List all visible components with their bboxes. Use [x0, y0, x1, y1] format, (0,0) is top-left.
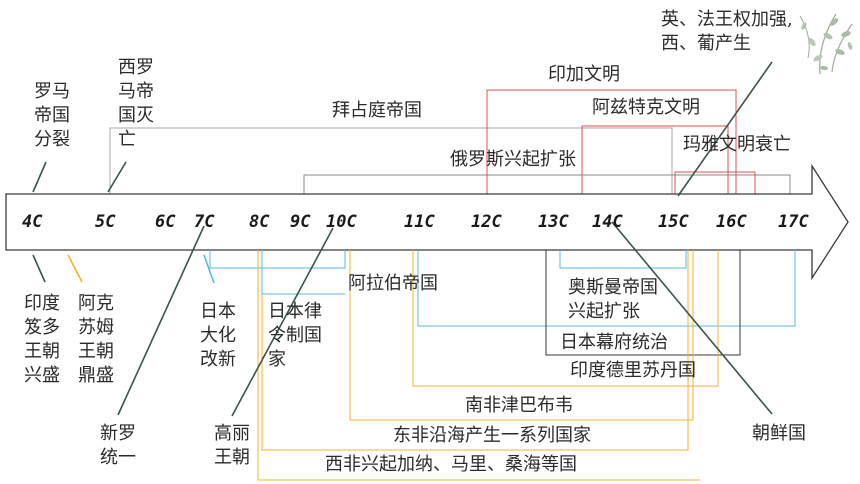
event-joseon: 朝鲜国 [752, 423, 806, 444]
bracket-ottoman [559, 250, 687, 269]
bracket-aztec [581, 125, 729, 194]
event-gupta: 印度 笈多 王朝 兴盛 [24, 293, 60, 386]
line-goryeo [231, 227, 334, 417]
event-delhi: 印度德里苏丹国 [570, 360, 696, 381]
event-rome-split: 罗马 帝国 分裂 [34, 81, 70, 150]
event-taika: 日本 大化 改新 [200, 301, 236, 370]
bracket-delhi [412, 250, 719, 387]
event-maya: 玛雅文明衰亡 [683, 134, 791, 155]
marker-taika [203, 254, 215, 284]
century-label: 14C [592, 212, 623, 232]
line-silla [117, 225, 205, 416]
timeline-arrow [5, 163, 849, 281]
bracket-inca [486, 89, 737, 194]
century-label: 8C [249, 212, 270, 232]
event-aztec: 阿兹特克文明 [592, 97, 700, 118]
bracket-west-africa [257, 250, 700, 481]
event-russia: 俄罗斯兴起扩张 [450, 149, 576, 170]
bracket-arab [417, 250, 796, 327]
event-west-rome-fall: 西罗 马帝 国灭 亡 [118, 57, 154, 150]
event-byzantine: 拜占庭帝国 [332, 100, 422, 121]
event-west-africa: 西非兴起加纳、马里、桑海等国 [325, 454, 577, 475]
bracket-shogunate [545, 250, 741, 356]
line-kingship [677, 61, 773, 197]
event-aksum: 阿克 苏姆 王朝 鼎盛 [78, 293, 114, 386]
century-label: 6C [155, 212, 176, 232]
century-label: 7C [194, 212, 215, 232]
event-zimbabwe: 南非津巴布韦 [465, 395, 573, 416]
century-label: 9C [290, 212, 311, 232]
event-east-africa: 东非沿海产生一系列国家 [393, 425, 591, 446]
century-label: 13C [538, 212, 569, 232]
event-kingship: 英、法王权加强, 西、葡产生 [661, 9, 793, 54]
century-label: 10C [326, 212, 357, 232]
bracket-japan-ritsuryo [209, 250, 346, 269]
event-shogunate: 日本幕府统治 [560, 332, 668, 353]
event-arab: 阿拉伯帝国 [348, 273, 438, 294]
bracket-byzantine [109, 127, 673, 194]
event-silla: 新罗 统一 [100, 423, 136, 468]
bracket-maya [674, 171, 756, 194]
century-label: 11C [404, 212, 435, 232]
bracket-east-africa [261, 250, 689, 451]
event-inca: 印加文明 [548, 64, 620, 85]
bracket-zimbabwe [349, 250, 694, 421]
line-joseon [611, 221, 773, 415]
event-goryeo: 高丽 王朝 [214, 423, 250, 468]
bracket-russia [303, 174, 791, 194]
marker-aksum [67, 254, 83, 283]
bracket-ritsuryo-box [261, 250, 345, 295]
century-label: 5C [95, 212, 116, 232]
marker-west-rome [107, 161, 127, 193]
century-label: 4C [22, 212, 43, 232]
century-label: 12C [471, 212, 502, 232]
event-ottoman: 奥斯曼帝国 兴起扩张 [568, 277, 658, 322]
plant-illustration [799, 13, 853, 75]
century-label: 15C [658, 212, 689, 232]
marker-gupta [32, 254, 46, 283]
marker-rome-split [32, 161, 47, 193]
century-label: 16C [716, 212, 747, 232]
event-ritsuryo: 日本律 令制国 家 [268, 301, 322, 370]
century-label: 17C [778, 212, 809, 232]
